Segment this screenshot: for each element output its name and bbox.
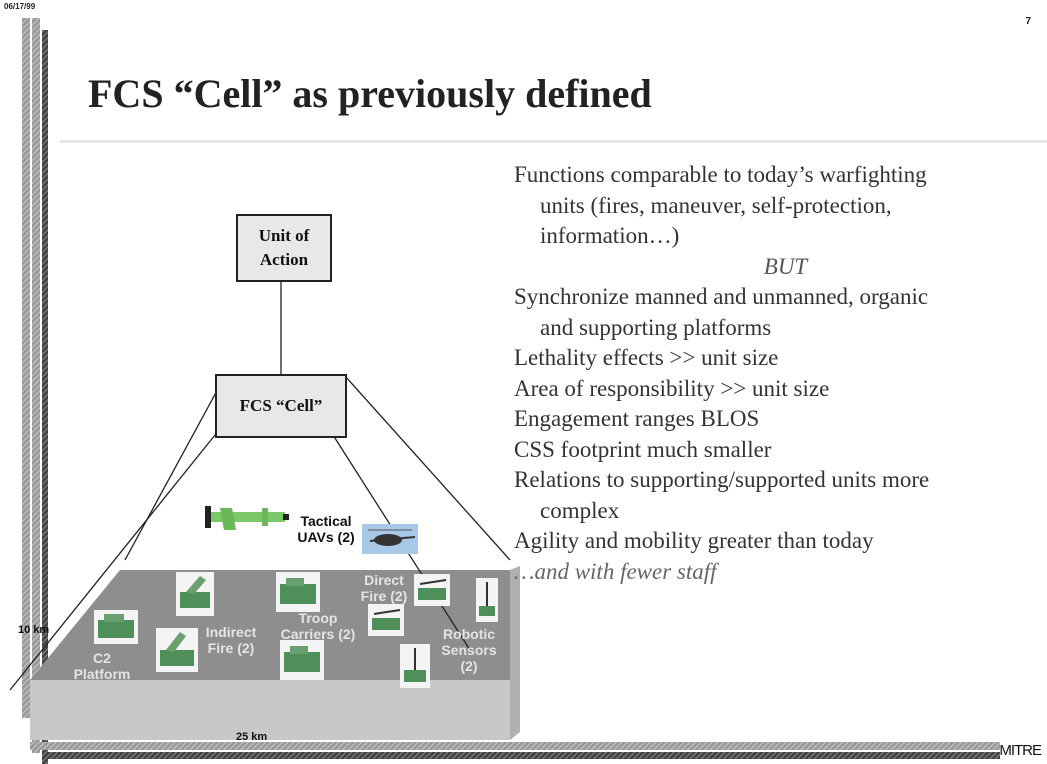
indirect-fire-vehicle-icon-1: [176, 572, 214, 616]
left-bar-light: [22, 18, 30, 718]
title-underline: [60, 140, 1047, 143]
direct-fire-label: Direct Fire (2): [360, 572, 408, 604]
troop-carrier-vehicle-icon-1: [276, 572, 320, 612]
bullet-css-footprint: CSS footprint much smaller: [514, 436, 772, 462]
direct-fire-vehicle-icon-1: [414, 574, 450, 606]
bullet-engagement-ranges: Engagement ranges BLOS: [514, 406, 760, 431]
bullet-area-of-responsibility: Area of responsibility >> unit size: [514, 375, 830, 401]
page-number: 7: [1025, 16, 1031, 27]
bullet-functions-line-2: units (fires, maneuver, self-protection,: [540, 192, 892, 218]
direct-fire-vehicle-icon-2: [368, 604, 404, 636]
left-bar-mid: [32, 18, 40, 753]
robotic-sensor-icon-2: [400, 644, 430, 688]
bottom-bar-light: [30, 742, 1000, 750]
width-dimension-label: 25 km: [236, 731, 268, 743]
c2-platform-label: C2 Platform: [73, 650, 131, 682]
bullet-functions-line-3: information…): [540, 223, 680, 248]
depth-dimension-label: 10 km: [18, 624, 50, 636]
bullet-functions-line-1: Functions comparable to today’s warfight…: [514, 162, 927, 187]
robotic-sensor-icon-1: [476, 578, 498, 622]
indirect-fire-vehicle-icon-2: [156, 628, 198, 672]
bullet-lethality: Lethality effects >> unit size: [514, 345, 779, 370]
bullet-relations-line-2: complex: [540, 497, 620, 523]
helicopter-icon: [362, 524, 418, 554]
terrain-slab-front: [30, 680, 510, 740]
mitre-logo-text: MITRE: [999, 742, 1042, 759]
fcs-cell-box: FCS “Cell”: [215, 374, 347, 438]
tactical-uavs-label: Tactical UAVs (2): [297, 513, 355, 545]
unit-of-action-box: Unit of Action: [236, 214, 332, 282]
uav-green-icon: [205, 506, 289, 530]
connector-left-outer: [9, 434, 216, 691]
fewer-staff-note: …and with fewer staff: [514, 558, 717, 584]
troop-carrier-vehicle-icon-2: [280, 640, 324, 680]
bullet-synchronize-line-2: and supporting platforms: [540, 314, 772, 340]
terrain-slab-top: [30, 570, 510, 680]
terrain-slab-side: [510, 566, 520, 740]
but-label: BUT: [763, 253, 808, 279]
slide-date: 06/17/99: [4, 2, 36, 11]
bottom-bar-dark: [42, 752, 1000, 759]
bullet-list: Functions comparable to today’s warfight…: [514, 160, 1047, 587]
connector-right-outer: [344, 375, 511, 561]
slide-title: FCS “Cell” as previously defined: [88, 71, 652, 116]
c2-platform-vehicle-icon: [94, 610, 138, 644]
left-bar-dark: [42, 30, 48, 764]
bullet-synchronize-line-1: Synchronize manned and unmanned, organic: [514, 284, 929, 309]
troop-carriers-label: Troop Carriers (2): [280, 610, 356, 642]
indirect-fire-label: Indirect Fire (2): [205, 624, 257, 656]
bullet-agility: Agility and mobility greater than today: [514, 528, 874, 553]
robotic-sensors-label: Robotic Sensors (2): [441, 626, 497, 674]
connector-left-inner: [124, 375, 226, 561]
bullet-relations-line-1: Relations to supporting/supported units …: [514, 467, 930, 492]
